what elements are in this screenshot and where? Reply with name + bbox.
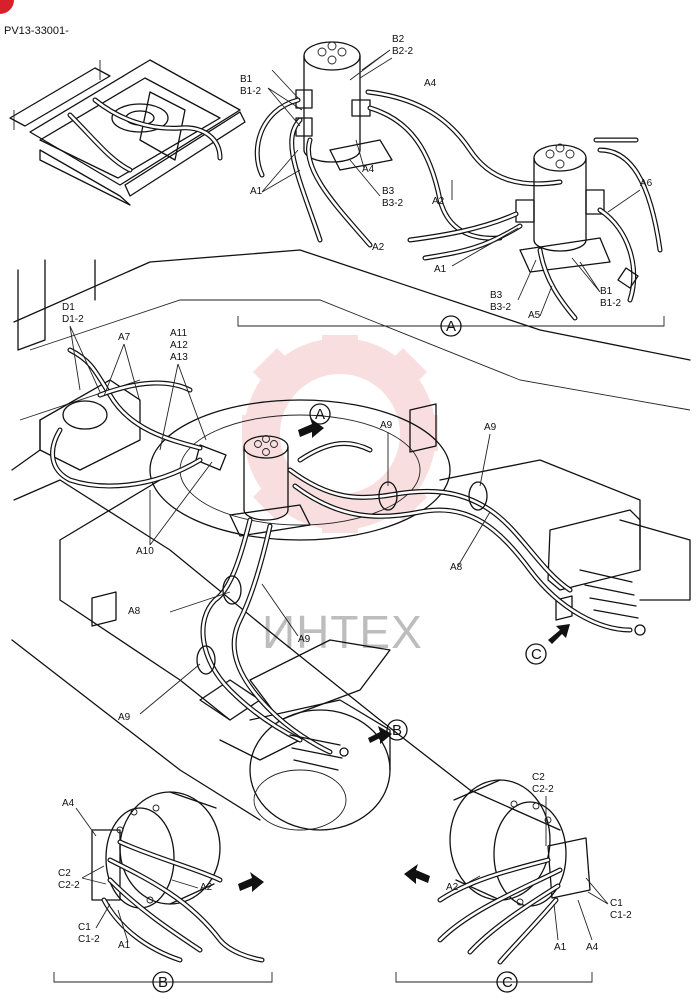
arrow-to-a-icon [298, 418, 324, 438]
detail-marker-b-label: B [392, 722, 402, 739]
label-a1-right: A1 [434, 264, 447, 275]
label-c1-c: C1 [610, 898, 623, 909]
detail-marker-a [309, 403, 331, 425]
label-a2-c: A2 [446, 882, 459, 893]
label-a4-c: A4 [586, 942, 599, 953]
label-a9-right: A9 [484, 422, 497, 433]
arrow-to-c-icon [548, 624, 570, 644]
label-a8-right: A8 [450, 562, 463, 573]
overview-thumbnail [9, 59, 246, 206]
label-a8-left: A8 [128, 606, 141, 617]
label-c1-b: C1 [78, 922, 91, 933]
direction-arrow-icon [617, 267, 639, 289]
label-a4-mid: A4 [362, 164, 375, 175]
label-a4-b: A4 [62, 798, 75, 809]
detail-marker-a-bottom-label: A [446, 318, 456, 335]
label-b3-top: B3 [382, 186, 395, 197]
label-a1-c: A1 [554, 942, 567, 953]
detail-marker-c-bottom-label: C [502, 974, 513, 991]
label-a6: A6 [640, 178, 653, 189]
swivel-joint-right [515, 143, 611, 273]
label-a7: A7 [118, 332, 131, 343]
label-a1-top: A1 [250, 186, 263, 197]
label-a13: A13 [170, 352, 188, 363]
label-b1: B1 [240, 74, 253, 85]
detail-marker-c [525, 643, 547, 665]
detail-marker-a-bottom [440, 315, 462, 337]
label-d1: D1 [62, 302, 75, 313]
label-b3-right: B3 [490, 290, 503, 301]
arrow-b-detail-icon [238, 872, 264, 892]
arrow-to-b-icon [368, 726, 392, 744]
label-c1-2-b: C1-2 [78, 934, 100, 945]
label-b3-2-right: B3-2 [490, 302, 512, 313]
label-c2-b: C2 [58, 868, 71, 879]
detail-a-panel [237, 41, 665, 327]
label-a10: A10 [136, 546, 154, 557]
label-b2-2: B2-2 [392, 46, 414, 57]
label-a2-b: A2 [200, 882, 213, 893]
label-b1-2: B1-2 [240, 86, 262, 97]
label-a4-top: A4 [424, 78, 437, 89]
label-c2-c: C2 [532, 772, 545, 783]
arrow-c-detail-icon [404, 864, 430, 884]
label-a1-b: A1 [118, 940, 131, 951]
label-a9-top: A9 [380, 420, 393, 431]
label-c2-2-c: C2-2 [532, 784, 554, 795]
detail-marker-b [386, 719, 408, 741]
label-b1-right: B1 [600, 286, 613, 297]
label-a9-mid: A9 [298, 634, 311, 645]
detail-b-panel [53, 791, 273, 983]
label-c2-2-b: C2-2 [58, 880, 80, 891]
watermark-text: ИНТЕХ [262, 606, 423, 658]
detail-marker-b-bottom-label: B [158, 974, 168, 991]
detail-c-panel [395, 779, 593, 983]
watermark-gear-icon [242, 335, 438, 533]
label-b3-2-top: B3-2 [382, 198, 404, 209]
detail-marker-c-label: C [531, 646, 542, 663]
label-a2-top: A2 [432, 196, 445, 207]
label-a5: A5 [528, 310, 541, 321]
document-id: PV13-33001- [4, 25, 69, 37]
detail-marker-c-bottom [496, 971, 518, 993]
detail-marker-b-bottom [152, 971, 174, 993]
main-hoses [50, 347, 646, 771]
label-d1-2: D1-2 [62, 314, 84, 325]
label-a2-mid: A2 [372, 242, 385, 253]
label-b2: B2 [392, 34, 405, 45]
label-a12: A12 [170, 340, 188, 351]
main-undercarriage [11, 249, 691, 831]
corner-badge [0, 0, 14, 14]
label-a11: A11 [170, 328, 187, 339]
detail-marker-a-label: A [315, 406, 325, 423]
label-a9-bottom: A9 [118, 712, 131, 723]
label-c1-2-c: C1-2 [610, 910, 632, 921]
label-b1-2-right: B1-2 [600, 298, 622, 309]
